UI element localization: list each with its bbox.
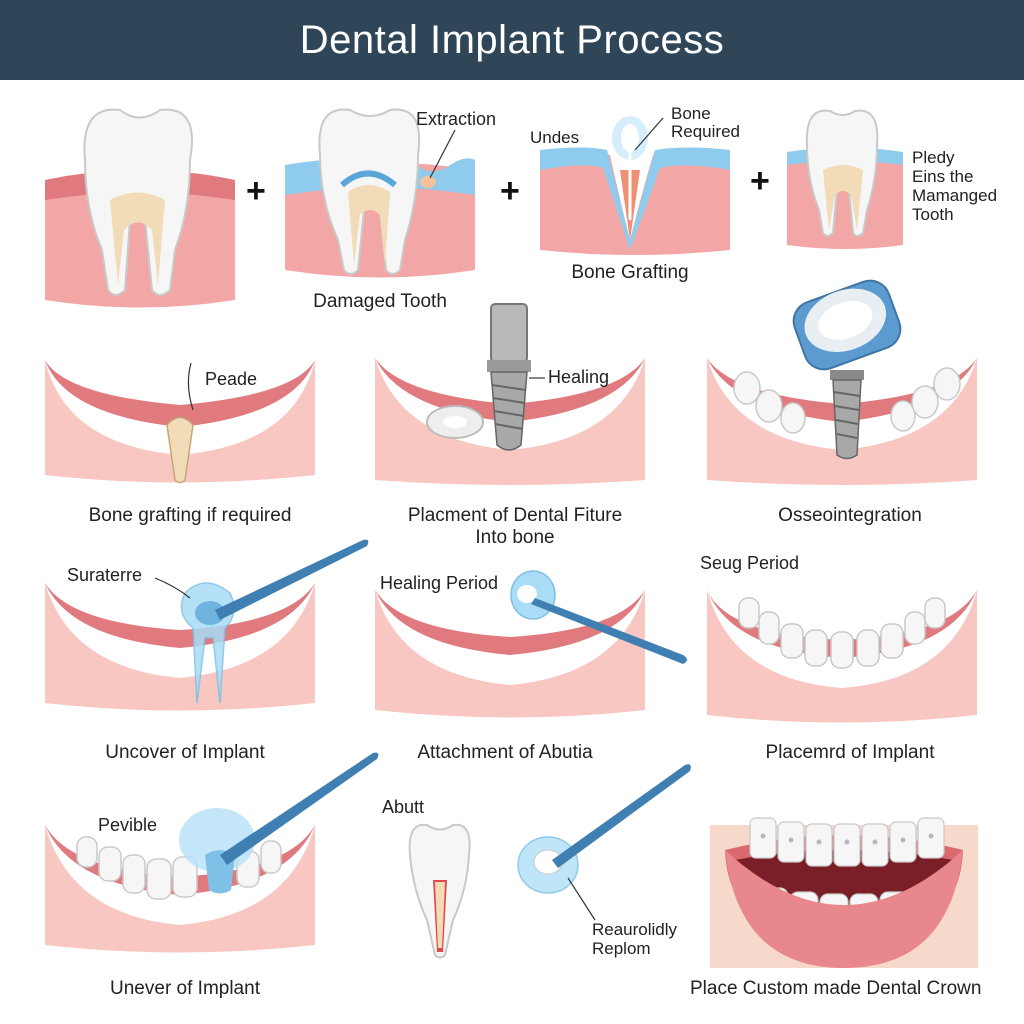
label-reaurolidly-line2: Replom [592,939,651,958]
caption-place-custom-crown: Place Custom made Dental Crown [690,978,982,999]
caption-attachment-of-abutment: Attachment of Abutia [417,742,593,763]
uncover-implant-illustration [45,539,369,711]
caption-bone-grafting: Bone Grafting [571,262,689,283]
panel-small-tooth [785,105,905,250]
page-title: Dental Implant Process [299,17,725,62]
caption-placement-of-fixture-line2: Into bone [475,527,555,548]
panel-fixture-placement [375,300,645,490]
title-banner: Dental Implant Process [0,0,1024,80]
label-reaurolidly-line1: Reaurolidly [592,920,678,939]
healing-cap-illustration [517,764,691,921]
panel-healing-cap [510,760,695,921]
panel-smile-crowns [710,800,978,968]
panel-unever-implant [45,745,385,970]
label-suraterre: Suraterre [67,565,143,585]
panel-bone-graft-gum [45,355,315,485]
label-pledy-line3: Mamanged [912,186,998,205]
bone-graft-gum-illustration [45,360,315,484]
caption-osseointegration: Osseointegration [778,505,922,526]
panel-bone-grafting [535,100,735,260]
label-pledy-line1: Pledy [912,148,955,167]
caption-uncover-of-implant: Uncover of Implant [105,742,265,763]
label-peade: Peade [205,369,258,389]
caption-bone-grafting-if-required: Bone grafting if required [88,505,292,526]
bone-grafting-illustration [540,116,730,255]
caption-placement-of-implant: Placemrd of Implant [765,742,935,763]
unever-implant-illustration [45,752,379,953]
plus-sign-1: + [246,172,266,210]
attachment-abutment-illustration [375,570,687,718]
label-pevible: Pevible [98,815,158,835]
label-pledy-line4: Tooth [912,205,954,224]
panel-abutment-tooth [405,820,475,960]
panel-osseointegration [707,270,977,490]
panel-placement-implant [707,580,977,730]
fixture-placement-illustration [375,303,645,485]
label-healing-period: Healing Period [380,573,499,593]
plus-sign-3: + [750,162,770,200]
label-abutt: Abutt [382,797,425,817]
caption-placement-of-fixture-line1: Placment of Dental Fiture [407,505,623,526]
panel-healthy-tooth [40,100,240,310]
smile-crowns-illustration [710,817,978,968]
healthy-tooth-illustration [45,108,235,308]
caption-unever-of-implant: Unever of Implant [110,978,260,999]
caption-damaged-tooth: Damaged Tooth [313,291,447,312]
label-bone-required-line1: Bone [671,104,711,123]
placement-implant-illustration [707,590,977,723]
abutment-tooth-illustration [408,823,471,959]
label-bone-required-line2: Required [671,122,740,141]
panel-uncover-implant [45,528,375,728]
small-tooth-illustration [787,109,903,249]
panel-attachment-abutment [375,560,695,730]
osseointegration-illustration [707,279,977,485]
plus-sign-2: + [500,172,520,210]
label-seug-period: Seug Period [700,553,800,573]
label-healing: Healing [548,367,610,387]
label-extraction: Extraction [416,109,497,129]
extraction-illustration [285,108,475,278]
panel-extraction [280,100,480,290]
label-pledy-line2: Eins the [912,167,974,186]
label-undes: Undes [530,128,580,147]
